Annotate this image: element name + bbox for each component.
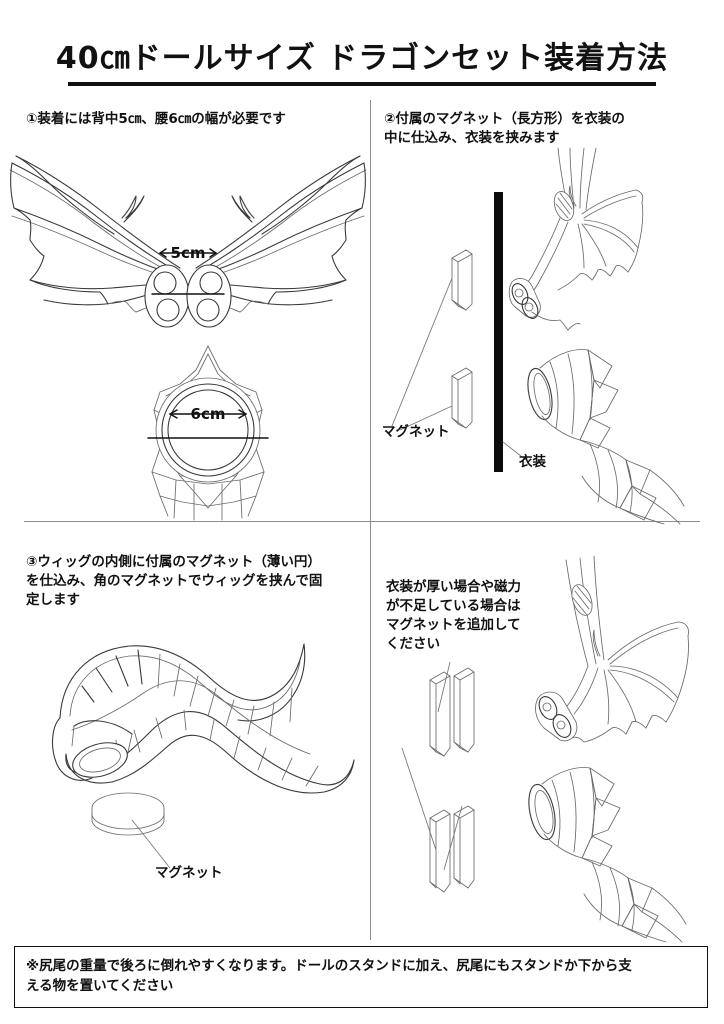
dimension-6cm-label: 6cm [191, 405, 226, 423]
dimension-5cm: 5cm [151, 244, 225, 295]
stacked-magnets-illustration [401, 656, 528, 893]
dragon-wing-thick-costume-illustration [535, 555, 724, 766]
dimension-6cm: 6cm [147, 405, 269, 439]
step1-instruction-text: ①装着には背中5㎝、腰6㎝の幅が必要です [26, 111, 286, 127]
dragon-tail-thick-costume-illustration [524, 760, 724, 943]
title-underline [68, 82, 656, 86]
magnet-pair-lower [429, 805, 475, 893]
dragon-tail-segments-illustration [524, 336, 724, 526]
thin-disc-magnet [91, 792, 165, 836]
magnet-pair-upper [429, 667, 475, 757]
magnet-label-step2: マグネット [382, 424, 450, 440]
dragon-horn-illustration [38, 626, 368, 796]
vertical-divider [370, 100, 371, 940]
step2-instruction-text: ②付属のマグネット（長方形）を衣装の 中に仕込み、衣装を挟みます [384, 111, 625, 147]
magnet-bar-lower [451, 367, 473, 429]
footer-note-text: ※尻尾の重量で後ろに倒れやすくなります。ドールのスタンドに加え、尻尾にもスタンド… [26, 958, 632, 995]
costume-label-step2: 衣装 [519, 454, 546, 470]
dimension-5cm-label: 5cm [171, 244, 206, 262]
dragon-tail-base-front-illustration: 6cm [108, 340, 308, 521]
step4-instruction-text: 衣装が厚い場合や磁力 が不足している場合は マグネットを追加して ください [386, 579, 521, 653]
footer-note-box [14, 946, 708, 1008]
step3-instruction-text: ③ウィッグの内側に付属のマグネット（薄い円） を仕込み、角のマグネットでウィッグ… [26, 554, 323, 609]
costume-fabric-bar [492, 192, 527, 472]
rectangular-magnets-illustration [391, 236, 498, 436]
horizontal-divider [24, 521, 700, 522]
dragon-wing-perspective-illustration [508, 147, 722, 331]
disc-magnet-illustration [84, 786, 234, 876]
magnet-label-step3: マグネット [155, 865, 223, 881]
dragon-wings-front-illustration: 5cm [8, 136, 368, 336]
magnet-bar-upper [451, 249, 473, 311]
page-title: 40㎝ドールサイズ ドラゴンセット装着方法 [55, 41, 669, 76]
